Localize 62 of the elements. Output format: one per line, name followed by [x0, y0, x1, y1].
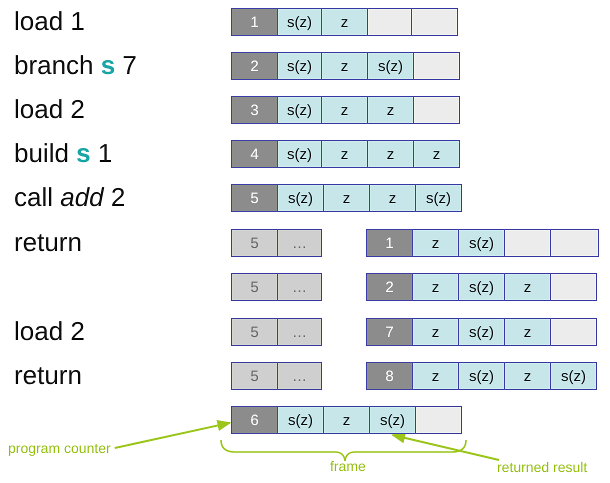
annotation: returned result	[497, 459, 588, 475]
instruction-text: return	[14, 360, 82, 390]
counter-cell: 7	[366, 318, 413, 346]
value-cell: s(z)	[458, 318, 505, 346]
value-cell: z	[412, 318, 459, 346]
value-cell: s(z)	[369, 406, 416, 434]
value-cell: s(z)	[277, 184, 324, 212]
value-cell: z	[504, 362, 551, 390]
counter-cell: 1	[231, 8, 278, 36]
value-cell: s(z)	[277, 140, 322, 168]
counter-cell: 1	[366, 229, 413, 257]
brace-label: frame	[330, 458, 366, 474]
instruction-text: call add 2	[14, 182, 126, 212]
value-cell: s(z)	[458, 362, 505, 390]
instruction-text: return	[14, 227, 82, 257]
stack-cell: 5	[231, 318, 278, 346]
value-cell: z	[412, 362, 459, 390]
value-cell: z	[413, 140, 460, 168]
value-cell: z	[323, 406, 370, 434]
counter-cell: 6	[231, 406, 278, 434]
counter-cell: 2	[231, 52, 278, 80]
stack-cell: …	[277, 318, 322, 346]
leader-arrow	[391, 432, 500, 461]
stack-cell: 5	[231, 362, 278, 390]
stack-cell: …	[277, 273, 322, 301]
annotation: program counter	[8, 440, 111, 456]
counter-cell: 8	[366, 362, 413, 390]
value-cell: z	[504, 273, 551, 301]
counter-cell: 2	[366, 273, 413, 301]
value-cell: s(z)	[367, 52, 414, 80]
value-cell: s(z)	[277, 52, 322, 80]
value-cell: z	[321, 140, 368, 168]
value-cell: s(z)	[458, 273, 505, 301]
counter-cell: 3	[231, 96, 278, 124]
value-cell: z	[323, 184, 370, 212]
value-cell: s(z)	[458, 229, 505, 257]
stack-cell: …	[277, 362, 322, 390]
value-cell: z	[321, 52, 368, 80]
value-cell: z	[367, 140, 414, 168]
value-cell: z	[367, 96, 414, 124]
instruction-text: load 2	[14, 94, 85, 124]
instruction-text: build s 1	[14, 138, 112, 168]
leader-arrow	[114, 420, 232, 449]
counter-cell: 4	[231, 140, 278, 168]
value-cell: s(z)	[277, 96, 322, 124]
value-cell: s(z)	[277, 406, 324, 434]
instruction-text: load 2	[14, 316, 85, 346]
value-cell: z	[369, 184, 416, 212]
value-cell: z	[412, 273, 459, 301]
counter-cell: 5	[231, 184, 278, 212]
value-cell: s(z)	[277, 8, 322, 36]
stack-cell: 5	[231, 273, 278, 301]
value-cell: z	[321, 96, 368, 124]
instruction-text: branch s 7	[14, 50, 137, 80]
value-cell: z	[321, 8, 368, 36]
instruction-text: load 1	[14, 6, 85, 36]
value-cell: s(z)	[550, 362, 597, 390]
value-cell: z	[504, 318, 551, 346]
stack-cell: 5	[231, 229, 278, 257]
stack-cell: …	[277, 229, 322, 257]
value-cell: z	[412, 229, 459, 257]
value-cell: s(z)	[415, 184, 462, 212]
